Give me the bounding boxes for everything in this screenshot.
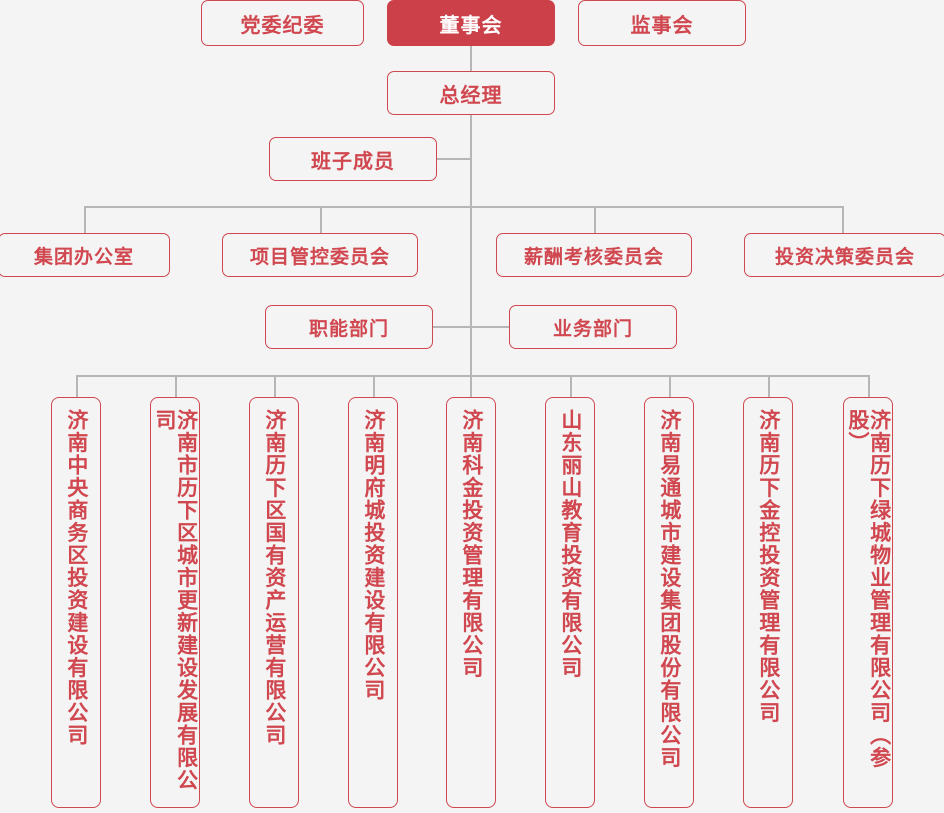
connector-subsidiary-drop-5: [470, 375, 472, 398]
node-subsidiary-2[interactable]: 济南市历下区城市更新建设发展有限公司: [150, 397, 200, 808]
node-subsidiary-3[interactable]: 济南历下区国有资产运营有限公司: [249, 397, 299, 808]
node-board-of-directors[interactable]: 董事会: [387, 0, 555, 46]
node-project-control-committee[interactable]: 项目管控委员会: [222, 233, 418, 277]
node-subsidiary-8-label: 济南历下金控投资管理有限公司: [756, 409, 781, 724]
node-business-department-label: 业务部门: [552, 317, 633, 340]
node-supervisory-board-label: 监事会: [630, 12, 694, 37]
node-team-members[interactable]: 班子成员: [269, 137, 437, 181]
node-business-department[interactable]: 业务部门: [509, 305, 677, 349]
connector-manager-spine: [470, 115, 472, 206]
connector-committee-drop-3: [594, 206, 596, 233]
node-subsidiary-5[interactable]: 济南科金投资管理有限公司: [446, 397, 496, 808]
node-subsidiary-2-label: 济南市历下区城市更新建设发展有限公司: [153, 409, 199, 792]
connector-subsidiary-drop-3: [274, 375, 276, 398]
connector-subsidiary-drop-1: [76, 375, 78, 398]
node-subsidiary-9-label: 济南历下绿城物业管理有限公司（参股）: [846, 409, 892, 769]
node-general-manager-label: 总经理: [439, 82, 503, 107]
node-subsidiary-7-label: 济南易通城市建设集团股份有限公司: [657, 409, 682, 769]
connector-team-members-stub: [437, 158, 471, 160]
node-group-office-label: 集团办公室: [33, 245, 134, 268]
connector-committee-drop-1: [84, 206, 86, 233]
node-subsidiary-1-label: 济南中央商务区投资建设有限公司: [64, 409, 89, 747]
node-subsidiary-4-label: 济南明府城投资建设有限公司: [361, 409, 386, 702]
node-party-committee[interactable]: 党委纪委: [201, 0, 364, 46]
node-subsidiary-5-label: 济南科金投资管理有限公司: [459, 409, 484, 679]
connector-subsidiary-drop-8: [768, 375, 770, 398]
connector-committee-bus: [84, 206, 843, 208]
connector-board-to-manager: [470, 46, 472, 71]
node-subsidiary-9[interactable]: 济南历下绿城物业管理有限公司（参股）: [843, 397, 893, 808]
node-subsidiary-8[interactable]: 济南历下金控投资管理有限公司: [743, 397, 793, 808]
connector-functional-dept-stub: [433, 326, 471, 328]
node-compensation-committee-label: 薪酬考核委员会: [523, 245, 664, 268]
connector-subsidiary-drop-2: [175, 375, 177, 398]
node-team-members-label: 班子成员: [311, 148, 395, 173]
node-party-committee-label: 党委纪委: [240, 12, 325, 37]
node-functional-department-label: 职能部门: [308, 317, 389, 340]
node-subsidiary-3-label: 济南历下区国有资产运营有限公司: [262, 409, 287, 747]
connector-subsidiary-drop-9: [868, 375, 870, 398]
node-board-of-directors-label: 董事会: [439, 12, 503, 37]
node-general-manager[interactable]: 总经理: [387, 71, 555, 115]
connector-subsidiary-drop-4: [373, 375, 375, 398]
connector-spine-lower: [470, 206, 472, 376]
node-subsidiary-7[interactable]: 济南易通城市建设集团股份有限公司: [644, 397, 694, 808]
connector-committee-drop-2: [320, 206, 322, 233]
node-subsidiary-6[interactable]: 山东丽山教育投资有限公司: [545, 397, 595, 808]
node-project-control-committee-label: 项目管控委员会: [249, 245, 390, 268]
node-subsidiary-4[interactable]: 济南明府城投资建设有限公司: [348, 397, 398, 808]
connector-committee-drop-4: [842, 206, 844, 233]
node-compensation-committee[interactable]: 薪酬考核委员会: [496, 233, 692, 277]
connector-subsidiary-drop-6: [570, 375, 572, 398]
node-group-office[interactable]: 集团办公室: [0, 233, 170, 277]
node-investment-decision-committee[interactable]: 投资决策委员会: [744, 233, 944, 277]
connector-subsidiary-drop-7: [669, 375, 671, 398]
node-investment-decision-committee-label: 投资决策委员会: [774, 245, 915, 268]
connector-subsidiary-bus: [76, 375, 870, 377]
connector-business-dept-stub: [471, 326, 509, 328]
node-subsidiary-6-label: 山东丽山教育投资有限公司: [558, 409, 583, 679]
node-functional-department[interactable]: 职能部门: [265, 305, 433, 349]
node-subsidiary-1[interactable]: 济南中央商务区投资建设有限公司: [51, 397, 101, 808]
node-supervisory-board[interactable]: 监事会: [578, 0, 746, 46]
